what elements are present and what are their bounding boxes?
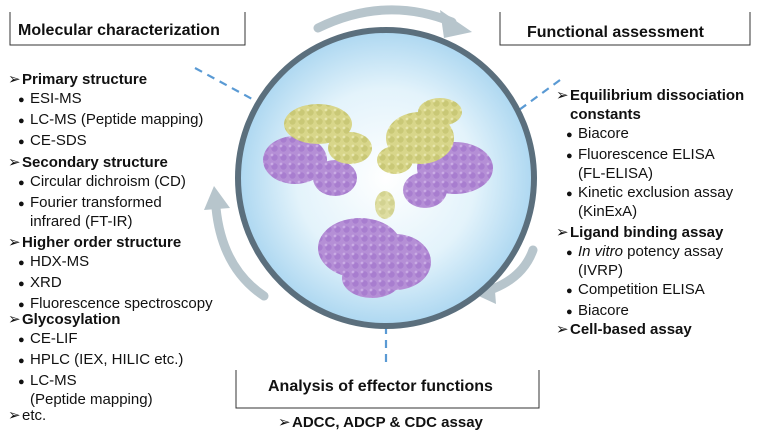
bullet-icon	[566, 183, 578, 204]
arrow-bullet-icon: ➢	[556, 321, 569, 338]
left-etc: ➢etc.	[8, 407, 47, 424]
left-section-secondary: ➢ Secondary structure Circular dichroism…	[8, 153, 258, 231]
bullet-icon	[18, 252, 30, 273]
bullet-icon	[18, 89, 30, 110]
arrow-bullet-icon: ➢	[8, 234, 21, 251]
list-item: CE-LIF	[8, 329, 258, 350]
functional-assessment-title: Functional assessment	[527, 24, 704, 41]
left-box-frame	[9, 12, 246, 46]
arrow-bullet-icon: ➢	[556, 224, 569, 241]
adcc-adcp-cdc-heading: ➢ ADCC, ADCP & CDC assay	[278, 414, 483, 431]
bullet-icon	[566, 301, 578, 322]
list-item: Biacore	[556, 301, 766, 322]
bullet-icon	[566, 280, 578, 301]
list-item: Fluorescence spectroscopy	[8, 294, 258, 315]
central-circle	[235, 27, 537, 329]
list-item: ESI-MS	[8, 89, 258, 110]
cycle-arrows	[211, 5, 538, 301]
arrow-bullet-icon: ➢	[8, 71, 21, 88]
bottom-section-effector: ➢ ADCC, ADCP & CDC assay	[278, 413, 483, 432]
list-item: Competition ELISA	[556, 280, 766, 301]
list-item: Circular dichroism (CD)	[8, 172, 258, 193]
bullet-icon	[18, 350, 30, 371]
arrow-bullet-icon: ➢	[556, 87, 569, 104]
cell-based-assay-heading: ➢ Cell-based assay	[556, 321, 692, 338]
list-item: CE-SDS	[8, 131, 258, 152]
bullet-icon	[566, 124, 578, 145]
left-section-glycosylation: ➢ Glycosylation CE-LIF HPLC (IEX, HILIC …	[8, 310, 258, 409]
arrow-bullet-icon: ➢	[8, 407, 21, 424]
primary-structure-heading: ➢ Primary structure	[8, 71, 148, 88]
antibody-structure	[263, 98, 493, 298]
list-item: Fourier transformed infrared (FT-IR)	[8, 193, 258, 231]
right-box-frame	[499, 12, 751, 46]
list-item: LC-MS (Peptide mapping)	[8, 110, 258, 131]
list-item: Fluorescence ELISA (FL-ELISA)	[556, 145, 766, 183]
effector-functions-title: Analysis of effector functions	[268, 378, 493, 395]
list-item: XRD	[8, 273, 258, 294]
bullet-icon	[18, 329, 30, 350]
right-section-cell-based: ➢ Cell-based assay	[556, 320, 766, 339]
right-section-equilibrium: ➢ Equilibrium dissociation constants Bia…	[556, 86, 766, 221]
bullet-icon	[18, 131, 30, 152]
right-section-ligand: ➢ Ligand binding assay In vitro potency …	[556, 223, 766, 322]
bullet-icon	[18, 193, 30, 214]
secondary-structure-heading: ➢ Secondary structure	[8, 154, 168, 171]
bullet-icon	[18, 110, 30, 131]
list-item: In vitro potency assay (IVRP)	[556, 242, 766, 280]
bullet-icon	[566, 242, 578, 263]
arrow-bullet-icon: ➢	[8, 311, 21, 328]
list-item: Kinetic exclusion assay (KinExA)	[556, 183, 766, 221]
glycosylation-heading: ➢ Glycosylation	[8, 311, 121, 328]
equilibrium-constants-heading: ➢ Equilibrium dissociation constants	[556, 87, 745, 123]
list-item: HPLC (IEX, HILIC etc.)	[8, 350, 258, 371]
bullet-icon	[18, 371, 30, 392]
list-item: HDX-MS	[8, 252, 258, 273]
bullet-icon	[18, 172, 30, 193]
left-section-higher-order: ➢ Higher order structure HDX-MS XRD Fluo…	[8, 233, 258, 315]
higher-order-structure-heading: ➢ Higher order structure	[8, 234, 182, 251]
bottom-box-frame	[235, 370, 540, 409]
left-section-primary: ➢ Primary structure ESI-MS LC-MS (Peptid…	[8, 70, 258, 152]
list-item: Biacore	[556, 124, 766, 145]
molecular-characterization-title: Molecular characterization	[18, 22, 220, 39]
arrow-bullet-icon: ➢	[8, 154, 21, 171]
arrow-bullet-icon: ➢	[278, 414, 291, 431]
ligand-binding-heading: ➢ Ligand binding assay	[556, 224, 724, 241]
bullet-icon	[566, 145, 578, 166]
list-item: LC-MS (Peptide mapping)	[8, 371, 258, 409]
bullet-icon	[18, 273, 30, 294]
